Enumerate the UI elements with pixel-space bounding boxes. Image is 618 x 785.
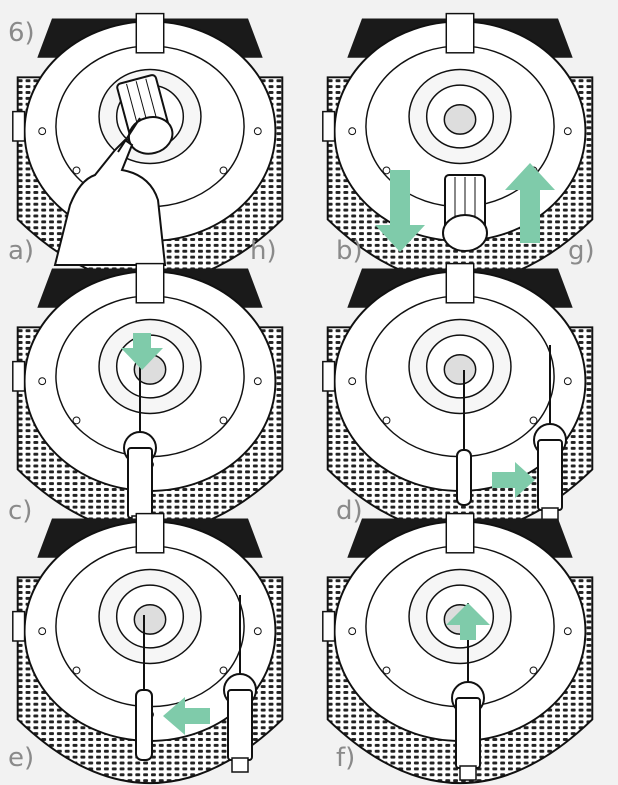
panel-d: [323, 264, 593, 533]
label-c: c): [8, 498, 32, 524]
label-e: e): [8, 745, 34, 771]
panel-b: [323, 14, 593, 284]
panel-e: [13, 514, 283, 784]
panel-c: [13, 264, 283, 533]
label-a: a): [8, 238, 34, 264]
panel-f: [323, 514, 593, 784]
label-g: g): [568, 238, 595, 264]
label-d: d): [336, 498, 363, 524]
label-b: b): [336, 238, 363, 264]
step-number: 6): [8, 20, 35, 46]
label-h: h): [250, 238, 277, 264]
label-f: f): [336, 745, 355, 771]
